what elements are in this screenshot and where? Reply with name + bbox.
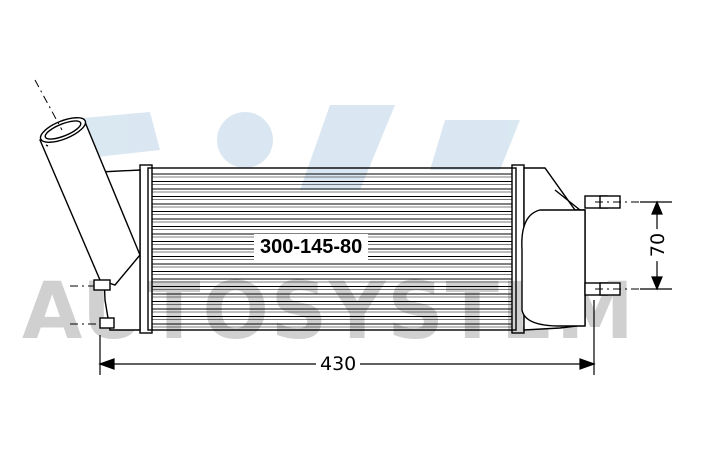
width-dimension-value: 430: [316, 353, 361, 375]
left-axis-line: [34, 79, 100, 325]
height-dimension-value: 70: [647, 228, 670, 262]
left-tank: [39, 117, 141, 331]
part-number-label: 300-145-80: [254, 234, 369, 260]
right-axis-line: [595, 201, 640, 290]
core-fins: [152, 173, 512, 328]
right-tank: [521, 167, 621, 331]
